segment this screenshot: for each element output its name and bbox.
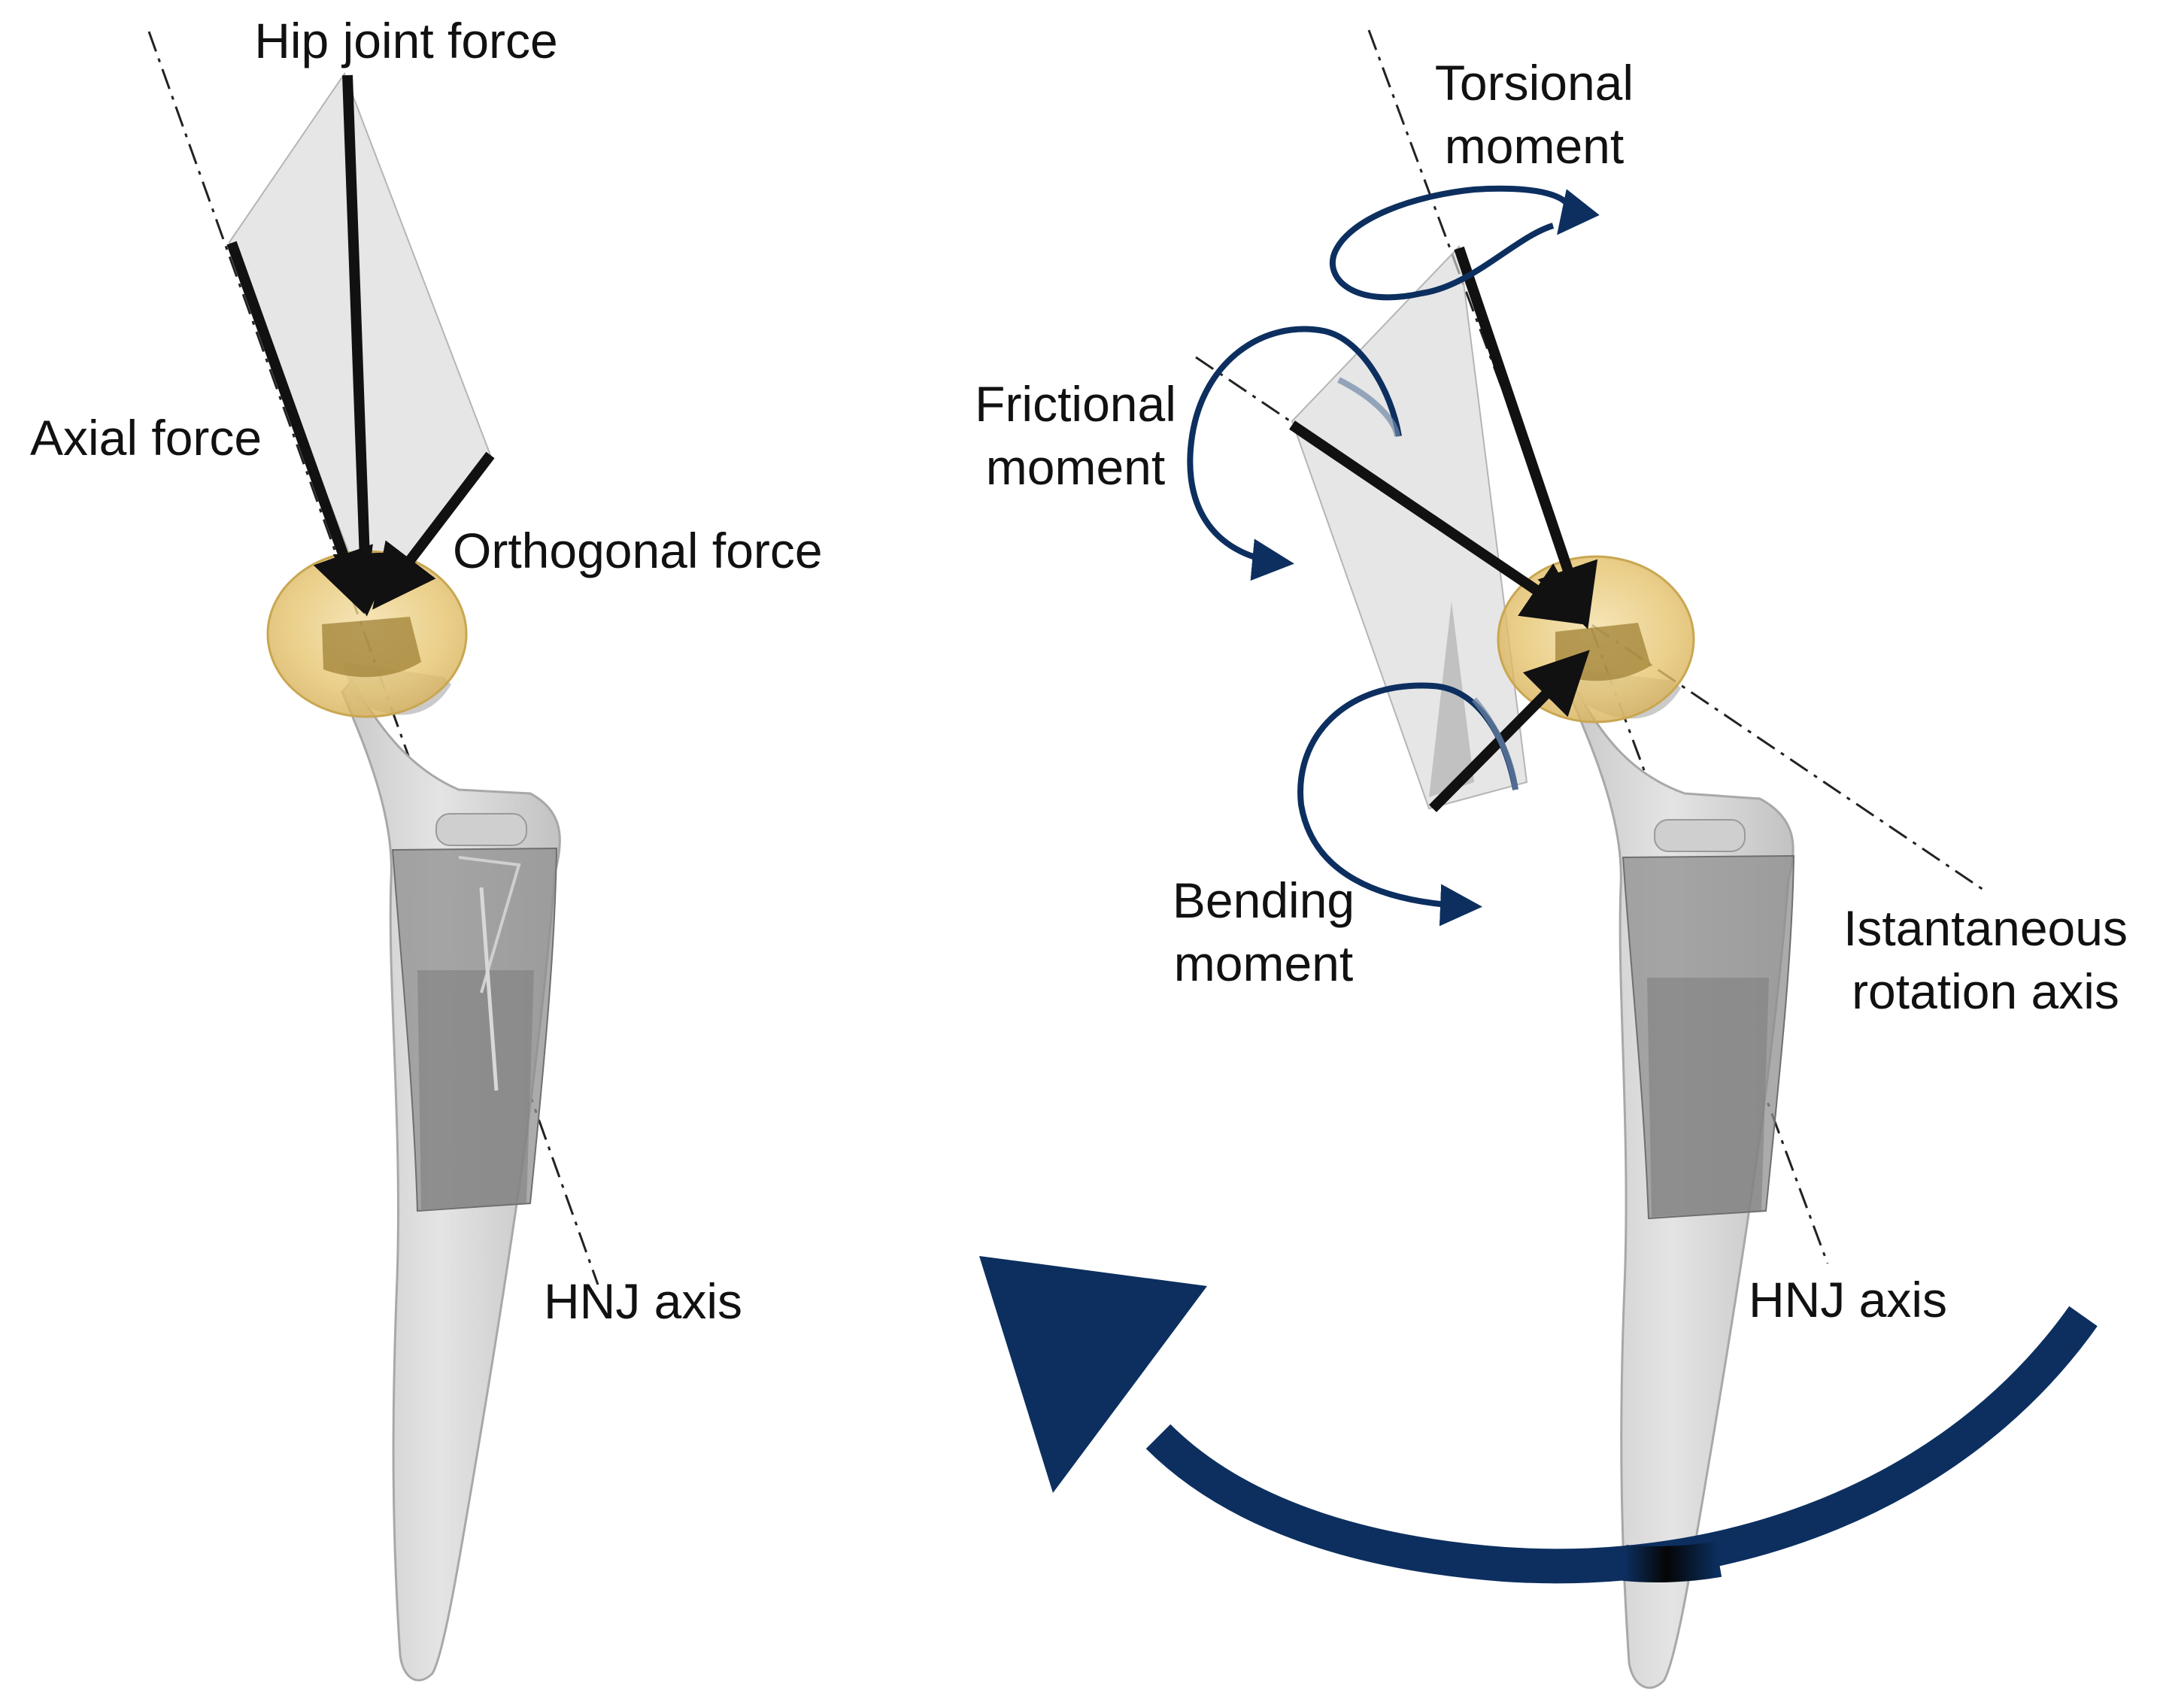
rotation-axis-label-line2: rotation axis: [1852, 963, 2119, 1019]
left-orthogonal-force-arrow: [372, 451, 495, 610]
frictional-moment-label-line2: moment: [985, 439, 1166, 495]
axial-force-label: Axial force: [30, 410, 262, 466]
right-bending-force-arrow: [1429, 650, 1590, 812]
left-hip-joint-force-arrow: [332, 74, 396, 617]
rotation-direction-arrow: [979, 1256, 2098, 1584]
bending-moment-label-line1: Bending: [1172, 872, 1355, 928]
left-panel: [147, 31, 599, 1682]
frictional-moment-arrow: [1187, 326, 1402, 581]
bending-moment-label-line2: moment: [1173, 936, 1354, 991]
orthogonal-force-label: Orthogonal force: [453, 523, 823, 578]
left-hip-stem: [341, 662, 561, 1682]
hip-joint-force-label: Hip joint force: [254, 13, 558, 68]
torsional-moment-label-line2: moment: [1444, 118, 1625, 174]
rotation-axis-label-line1: Istantaneous: [1843, 900, 2128, 956]
torsional-moment-label: Torsional moment: [1414, 51, 1655, 177]
right-hnj-axis-label: HNJ axis: [1749, 1272, 1948, 1327]
bending-moment-label: Bending moment: [1143, 869, 1384, 995]
frictional-moment-label-line1: Frictional: [975, 376, 1176, 432]
torsional-moment-arrow: [1329, 185, 1600, 301]
left-axial-force-arrow: [226, 241, 373, 614]
left-hnj-axis-label: HNJ axis: [544, 1273, 743, 1329]
right-orthogonal-force-arrow: [1289, 420, 1588, 625]
rotation-axis-label: Istantaneous rotation axis: [1820, 896, 2151, 1023]
frictional-moment-label: Frictional moment: [955, 372, 1196, 499]
torsional-moment-label-line1: Torsional: [1434, 55, 1634, 111]
right-panel: [1187, 29, 1986, 1689]
right-axial-force-arrow: [1454, 246, 1598, 630]
